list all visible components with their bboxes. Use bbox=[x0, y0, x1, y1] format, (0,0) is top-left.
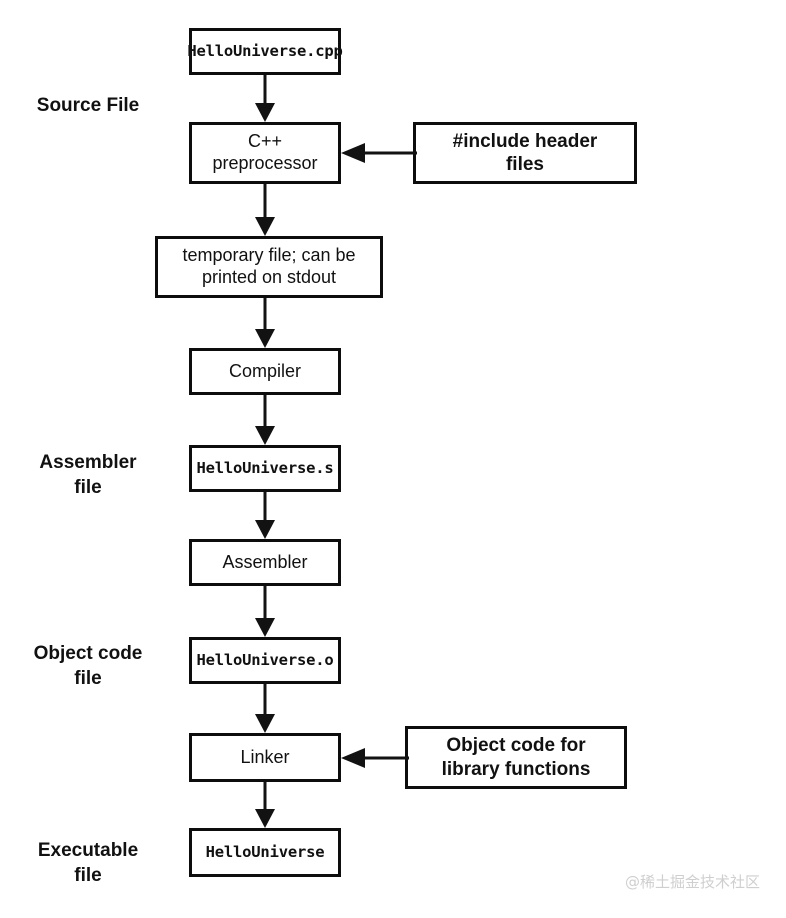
node-assembler[interactable]: Assembler bbox=[189, 539, 341, 586]
edge-compiler-to-assembly-file bbox=[255, 395, 275, 445]
edge-linker-to-executable bbox=[255, 782, 275, 828]
edge-assembler-to-object-file bbox=[255, 586, 275, 637]
node-executable[interactable]: HelloUniverse bbox=[189, 828, 341, 877]
edge-library-objects-to-linker bbox=[341, 748, 409, 768]
edge-object-file-to-linker bbox=[255, 684, 275, 733]
node-preprocessor[interactable]: C++ preprocessor bbox=[189, 122, 341, 184]
stage-label-object-code-file: Object code file bbox=[33, 643, 143, 690]
node-library-objects[interactable]: Object code for library functions bbox=[405, 726, 627, 789]
node-compiler[interactable]: Compiler bbox=[189, 348, 341, 395]
edge-include-headers-to-preprocessor bbox=[341, 143, 417, 163]
stage-label-source-file: Source File bbox=[36, 95, 140, 116]
edge-source-cpp-to-preprocessor bbox=[255, 75, 275, 122]
watermark-text: @稀土掘金技术社区 bbox=[625, 873, 761, 891]
node-include-headers[interactable]: #include header files bbox=[413, 122, 637, 184]
stage-label-executable-file: Executable file bbox=[37, 840, 139, 887]
edge-temp-file-to-compiler bbox=[255, 298, 275, 348]
stage-label-assembler-file: Assembler file bbox=[39, 452, 137, 499]
node-assembly-file[interactable]: HelloUniverse.s bbox=[189, 445, 341, 492]
edge-assembly-file-to-assembler bbox=[255, 492, 275, 539]
node-temp-file[interactable]: temporary file; can be printed on stdout bbox=[155, 236, 383, 298]
node-object-file[interactable]: HelloUniverse.o bbox=[189, 637, 341, 684]
edge-preprocessor-to-temp-file bbox=[255, 184, 275, 236]
node-source-cpp[interactable]: HelloUniverse.cpp bbox=[187, 28, 343, 75]
node-linker[interactable]: Linker bbox=[189, 733, 341, 782]
